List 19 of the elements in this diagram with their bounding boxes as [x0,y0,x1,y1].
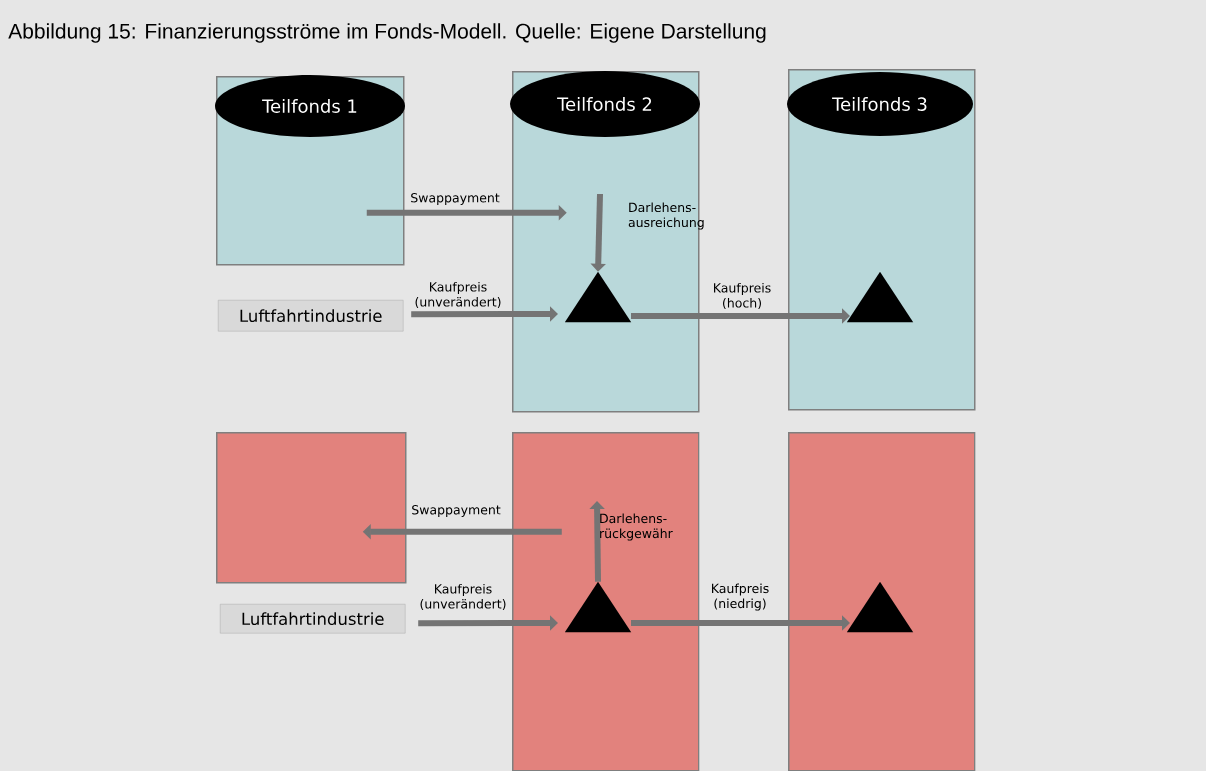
triangle [846,581,914,633]
fund-box [512,432,700,771]
edge-label: Kaufpreis (niedrig) [712,583,769,611]
title: Abbildung 15: Finanzierungsströme im Fonds-Modell. Quelle: Eigene Darstellung [8,23,766,43]
edge-label: Darlehens- rückgewähr [600,513,673,541]
triangle [564,581,632,633]
fund-box [788,432,976,771]
triangle [846,271,914,323]
triangle [564,271,632,323]
fund-box: Teilfonds 3 [787,69,976,411]
edge-label: Kaufpreis (unverändert) [420,583,506,611]
edge-label: Kaufpreis (hoch) [714,282,771,310]
label-box: Luftfahrtindustrie [218,300,404,332]
edge-label: Swappayment [411,193,500,205]
fund-box [216,432,407,584]
edge-label: Kaufpreis (unverändert) [415,281,501,309]
edge-label: Swappayment [412,505,501,517]
label-box: Luftfahrtindustrie [220,604,406,634]
fund-box: Teilfonds 1 [215,75,405,266]
